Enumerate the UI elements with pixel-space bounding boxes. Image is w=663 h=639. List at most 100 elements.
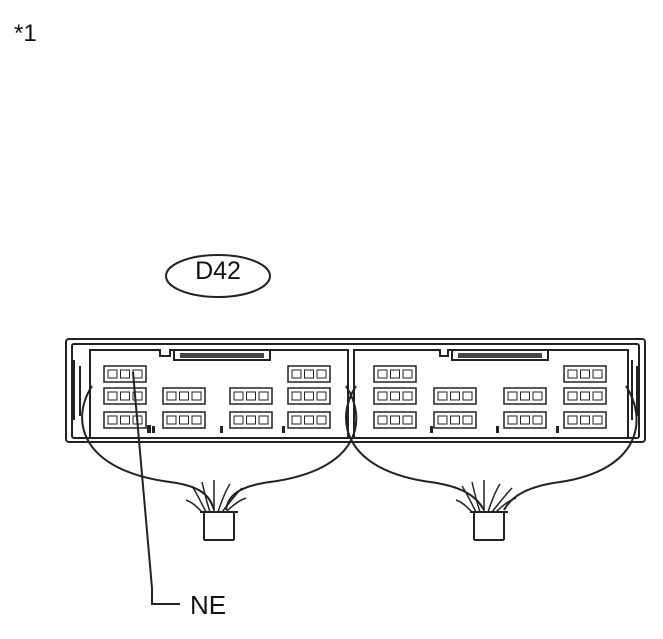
pin-cavity [592, 415, 603, 425]
right-half-body [353, 349, 629, 439]
pin-cavity [179, 391, 189, 401]
right-latch-slot [451, 350, 549, 361]
pin-cavity [580, 369, 590, 379]
cavity-block [287, 365, 331, 383]
pin-cavity [592, 369, 603, 379]
pin-cavity [592, 391, 603, 401]
cavity-block [103, 411, 147, 429]
pin-cavity [291, 369, 302, 379]
connector-id-ellipse [165, 254, 271, 298]
cavity-block [287, 387, 331, 405]
pin-cavity [462, 415, 473, 425]
cavity-block [563, 365, 607, 383]
pin-cavity [377, 415, 388, 425]
pin-cavity [580, 391, 590, 401]
left-side-clip [73, 360, 81, 420]
cavity-block [563, 411, 607, 429]
pin-cavity [450, 391, 460, 401]
pin-cavity [402, 415, 413, 425]
ne-pin-marker [147, 425, 151, 433]
pin-cavity [567, 369, 578, 379]
cavity-block [162, 411, 206, 429]
ne-pin-label: NE [190, 590, 227, 620]
cavity-block [503, 411, 547, 429]
right-wire-fan [455, 480, 517, 513]
pin-cavity [450, 415, 460, 425]
pin-cavity [437, 415, 448, 425]
pin-cavity [507, 415, 518, 425]
cavity-block [433, 387, 477, 405]
right-side-clip [631, 360, 638, 420]
cavity-block [503, 387, 547, 405]
pin-cavities [103, 365, 607, 433]
pin-cavity [520, 391, 530, 401]
left-latch-slot [173, 350, 271, 361]
pin-cavity [258, 391, 269, 401]
pin-cavity [390, 391, 400, 401]
pin-cavity [246, 415, 256, 425]
pin-cavity [567, 415, 578, 425]
left-half-body [89, 349, 349, 439]
pin-cavity [377, 369, 388, 379]
connector-housing [65, 338, 646, 443]
pin-cavity [107, 391, 118, 401]
footnote-marker: *1 [14, 20, 37, 47]
pin-cavity [532, 391, 543, 401]
cavity-block [433, 411, 477, 429]
right-harness-tube [470, 511, 508, 541]
pin-cavity [291, 391, 302, 401]
cavity-block [373, 411, 417, 429]
right-latch-bar [458, 353, 542, 358]
pin-cavity [179, 415, 189, 425]
pin-cavity [166, 391, 177, 401]
cavity-block [563, 387, 607, 405]
left-harness-tube [200, 511, 238, 541]
pin-cavity [233, 415, 244, 425]
cavity-tick [152, 426, 155, 433]
pin-cavity [107, 369, 118, 379]
pin-cavity [567, 391, 578, 401]
cavity-tick [496, 426, 499, 433]
pin-cavity [462, 391, 473, 401]
cavity-block [373, 365, 417, 383]
pin-cavity [120, 391, 130, 401]
cavity-block [229, 411, 273, 429]
pin-cavity [316, 415, 327, 425]
cavity-block [287, 411, 331, 429]
cavity-tick [430, 426, 433, 433]
pin-cavity [233, 391, 244, 401]
pin-cavity [166, 415, 177, 425]
connector-id-label: D42 [195, 257, 241, 285]
pin-cavity [580, 415, 590, 425]
pin-cavity [437, 391, 448, 401]
pin-cavity [402, 369, 413, 379]
pin-cavity [520, 415, 530, 425]
pin-cavity [304, 391, 314, 401]
pin-cavity [258, 415, 269, 425]
pin-cavity [120, 415, 130, 425]
pin-cavity [191, 391, 202, 401]
cavity-block [162, 387, 206, 405]
pin-cavity [304, 369, 314, 379]
pin-cavity [291, 415, 302, 425]
pin-cavity [390, 415, 400, 425]
pin-cavity [316, 369, 327, 379]
cavity-tick [220, 426, 223, 433]
cavity-tick [556, 426, 559, 433]
left-wire-fan [185, 480, 247, 513]
pin-cavity [246, 391, 256, 401]
pin-cavity [402, 391, 413, 401]
pin-cavity [191, 415, 202, 425]
right-harness [345, 385, 638, 511]
cavity-tick [282, 426, 285, 433]
pin-cavity [532, 415, 543, 425]
pin-cavity [107, 415, 118, 425]
cavity-block [103, 387, 147, 405]
pin-cavity [316, 391, 327, 401]
cavity-block [373, 387, 417, 405]
left-latch-bar [180, 353, 264, 358]
cavity-block [229, 387, 273, 405]
pin-cavity [120, 369, 130, 379]
pin-cavity [304, 415, 314, 425]
